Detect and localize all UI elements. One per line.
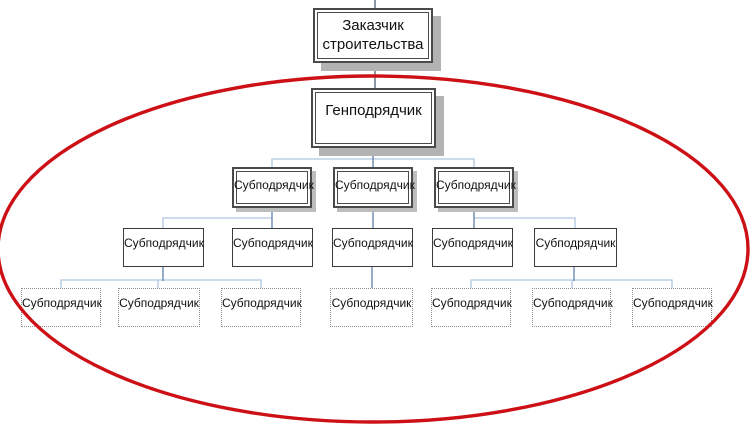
node-subcontractor-5-1: Субподрядчик [21, 288, 102, 327]
node-subcontractor-3-2: Субподрядчик [333, 167, 415, 208]
connector-l3a-bracket [162, 217, 272, 228]
node-subcontractor-4-4: Субподрядчик [432, 228, 513, 267]
node-subcontractor-5-4: Субподрядчик [330, 288, 413, 327]
node-subcontractor-5-2: Субподрядчик [118, 288, 200, 327]
node-general-contractor: Генподрядчик [311, 88, 436, 148]
node-subcontractor-5-3: Субподрядчик [221, 288, 302, 327]
connector-l3c-bracket [474, 217, 576, 228]
node-subcontractor-4-5: Субподрядчик [534, 228, 617, 267]
node-subcontractor-4-1: Субподрядчик [123, 228, 204, 267]
node-subcontractor-5-6: Субподрядчик [532, 288, 613, 327]
node-subcontractor-4-2: Субподрядчик [232, 228, 313, 267]
node-subcontractor-3-3: Субподрядчик [434, 167, 516, 208]
node-subcontractor-5-7: Субподрядчик [632, 288, 713, 327]
node-subcontractor-5-5: Субподрядчик [431, 288, 512, 327]
node-subcontractor-4-3: Субподрядчик [332, 228, 413, 267]
node-subcontractor-3-1: Субподрядчик [232, 167, 314, 208]
node-customer: Заказчик строительства [313, 8, 433, 63]
connector-l4a-bracket [60, 279, 262, 288]
